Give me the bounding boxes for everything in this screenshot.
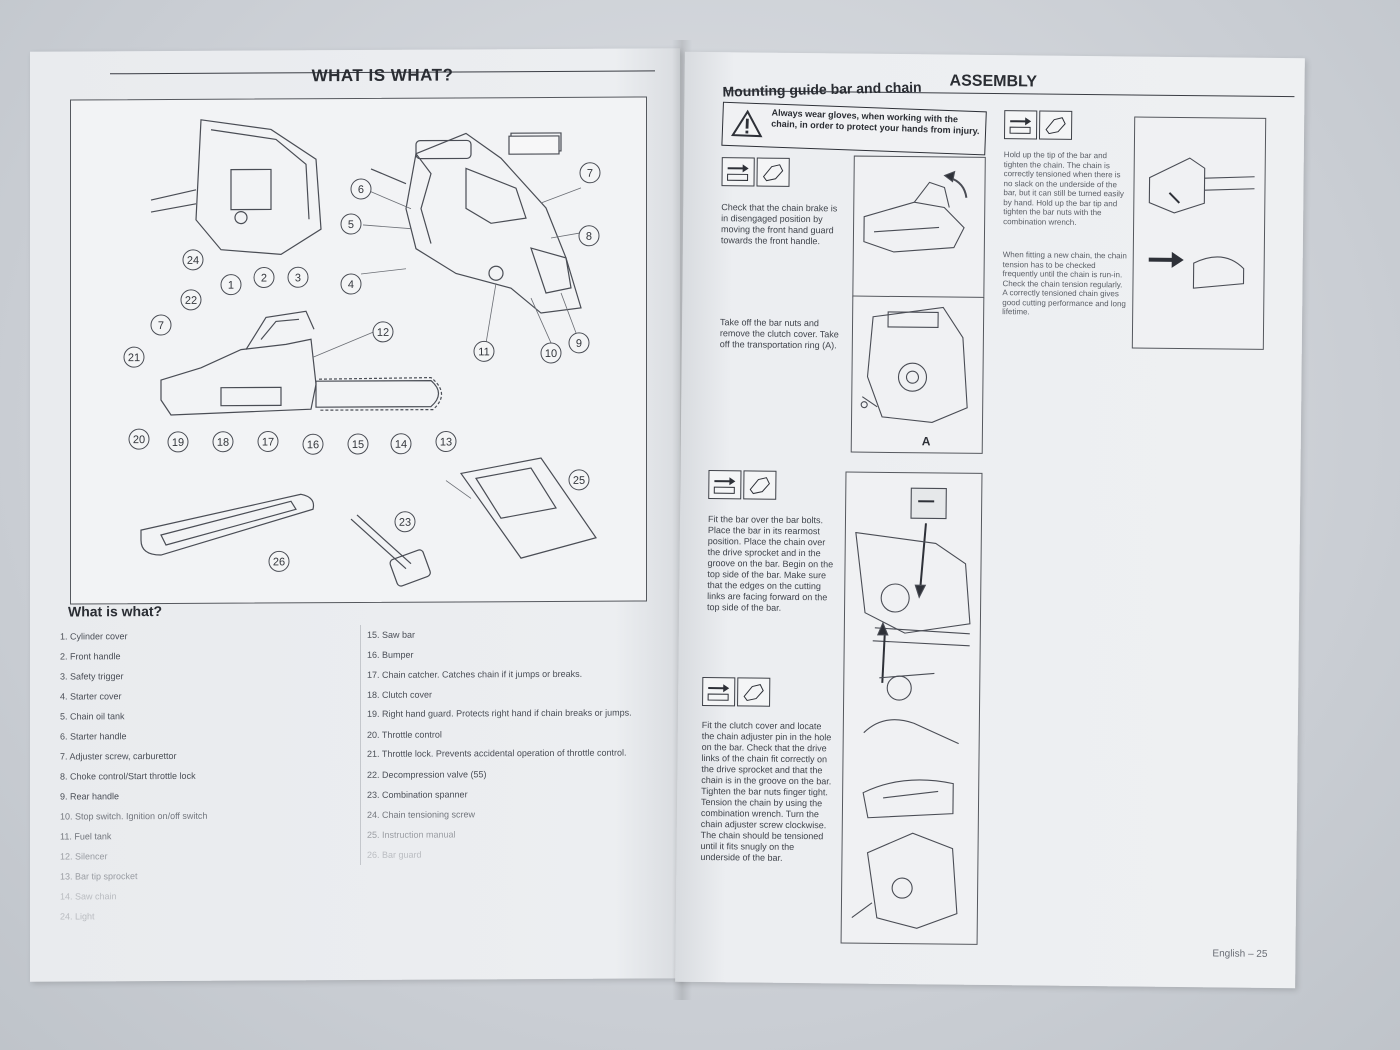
list-item: 9. Rear handle (60, 791, 120, 802)
side-step-text-1: Hold up the tip of the bar and tighten t… (1003, 150, 1124, 227)
callout-26: 26 (273, 556, 285, 568)
chainsaw-parts-figure: 24 1 2 3 22 7 21 12 4 5 6 7 8 9 10 11 13 (70, 96, 647, 605)
chainsaw-diagram: 24 1 2 3 22 7 21 12 4 5 6 7 8 9 10 11 13 (123, 119, 601, 587)
callout-12: 12 (377, 327, 389, 339)
step-text-3: Fit the bar over the bar bolts. Place th… (707, 514, 834, 613)
figure-label-a: A (922, 434, 931, 448)
list-item: 5. Chain oil tank (60, 711, 125, 722)
callout-25: 25 (573, 475, 585, 487)
pictogram-pair (708, 470, 777, 500)
callout-2: 2 (261, 272, 267, 284)
callout-16: 16 (307, 439, 319, 451)
clutch-cover-illustration: A (860, 306, 968, 448)
glove-icon (737, 677, 771, 707)
glove-icon (1038, 110, 1073, 140)
section-subtitle: Mounting guide bar and chain (722, 78, 922, 100)
callout-22: 22 (185, 295, 197, 307)
list-item: 13. Bar tip sprocket (60, 871, 138, 882)
pictogram-pair (702, 676, 771, 707)
list-item: 21. Throttle lock. Prevents accidental o… (367, 747, 627, 759)
callout-17: 17 (262, 436, 274, 448)
list-item: 14. Saw chain (60, 891, 117, 902)
list-item: 25. Instruction manual (367, 829, 456, 840)
list-item: 12. Silencer (60, 851, 108, 862)
list-item: 20. Throttle control (367, 729, 442, 740)
callout-21: 21 (128, 352, 140, 364)
callout-20: 20 (133, 434, 145, 446)
callout-1: 1 (228, 280, 234, 292)
parts-list-right: 15. Saw bar 16. Bumper 17. Chain catcher… (360, 623, 637, 865)
list-item: 10. Stop switch. Ignition on/off switch (60, 810, 208, 822)
chain-tension-figure (1131, 116, 1267, 350)
callout-13: 13 (440, 436, 452, 448)
list-item: 19. Right hand guard. Protects right han… (367, 707, 632, 719)
warning-text: Always wear gloves, when working with th… (771, 107, 980, 137)
glove-icon (756, 157, 790, 187)
list-item: 8. Choke control/Start throttle lock (60, 770, 196, 782)
callout-19: 19 (172, 437, 184, 449)
list-item: 11. Fuel tank (60, 831, 112, 842)
list-item: 15. Saw bar (367, 629, 416, 640)
callout-7a: 7 (158, 320, 164, 332)
section-title: ASSEMBLY (949, 72, 1038, 91)
callout-10: 10 (545, 348, 557, 360)
chain-brake-illustration (863, 170, 968, 253)
list-item: 18. Clutch cover (367, 689, 433, 700)
bar-chain-figure (840, 471, 983, 945)
side-step-text-2: When fitting a new chain, the chain tens… (1002, 250, 1127, 317)
list-item: 1. Cylinder cover (60, 631, 128, 642)
list-item: 22. Decompression valve (55) (367, 769, 487, 780)
callout-6: 6 (358, 184, 364, 196)
book-arrow-icon (708, 470, 742, 500)
callout-23: 23 (399, 517, 411, 529)
step-text-4: Fit the clutch cover and locate the chai… (700, 719, 832, 863)
callout-18: 18 (217, 437, 229, 449)
glove-icon (743, 470, 777, 500)
list-item: 26. Bar guard (367, 849, 422, 860)
callout-4: 4 (348, 279, 354, 291)
warning-icon (730, 109, 763, 138)
callout-14: 14 (395, 439, 407, 451)
left-page: WHAT IS WHAT? (30, 48, 680, 982)
callout-3: 3 (295, 272, 301, 284)
left-title-rule: WHAT IS WHAT? (110, 65, 655, 85)
book-arrow-icon (702, 676, 736, 707)
step-text-2: Take off the bar nuts and remove the clu… (719, 317, 839, 351)
list-item: 23. Combination spanner (367, 789, 468, 800)
list-item: 4. Starter cover (60, 691, 122, 702)
clutch-cover-figure: A (850, 295, 985, 454)
warning-box: Always wear gloves, when working with th… (721, 101, 987, 156)
page-title: WHAT IS WHAT? (311, 65, 454, 86)
chain-tension-illustration (1148, 157, 1255, 289)
callout-15: 15 (352, 439, 364, 451)
pictogram-pair (721, 157, 790, 187)
callout-8: 8 (586, 231, 592, 243)
page-footer: English – 25 (1212, 948, 1268, 960)
list-item: 6. Starter handle (60, 731, 127, 742)
list-item: 2. Front handle (60, 651, 121, 662)
callout-7b: 7 (587, 168, 593, 180)
list-item: 3. Safety trigger (60, 671, 124, 682)
list-item: 17. Chain catcher. Catches chain if it j… (367, 668, 583, 680)
step-text-1: Check that the chain brake is in disenga… (720, 202, 838, 247)
right-page: ASSEMBLY Mounting guide bar and chain Al… (675, 51, 1305, 989)
bar-chain-illustration (851, 487, 971, 929)
chain-brake-figure (852, 155, 986, 299)
book-arrow-icon (1003, 110, 1038, 140)
pictogram-pair (1003, 110, 1073, 140)
list-item: 24. Chain tensioning screw (367, 809, 476, 820)
callout-9: 9 (576, 338, 582, 350)
list-heading: What is what? (68, 603, 163, 620)
parts-list-left: 1. Cylinder cover 2. Front handle 3. Saf… (60, 625, 330, 926)
list-item: 24. Light (60, 911, 95, 922)
callout-5: 5 (348, 219, 354, 231)
list-item: 7. Adjuster screw, carburettor (60, 750, 177, 762)
book-arrow-icon (721, 157, 755, 187)
callout-24: 24 (187, 255, 199, 267)
list-item: 16. Bumper (367, 649, 414, 660)
callout-11: 11 (478, 346, 489, 358)
